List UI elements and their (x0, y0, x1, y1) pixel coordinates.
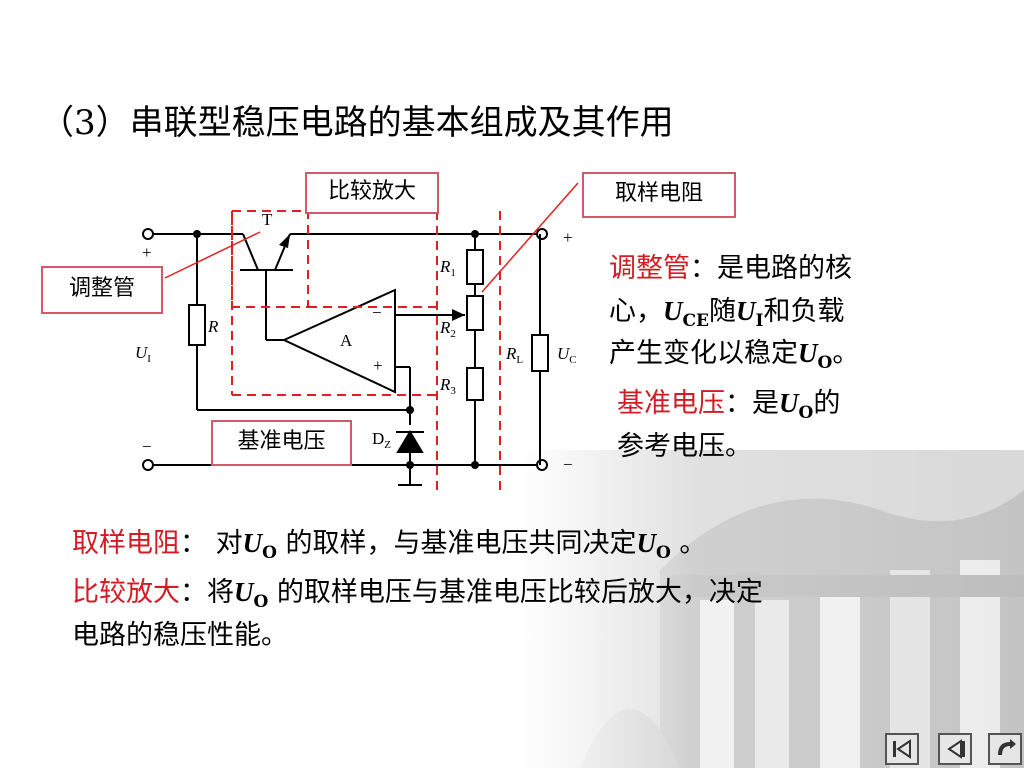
resistor-r1-label: R1 (439, 257, 456, 279)
amplifier-label: A (340, 331, 353, 350)
adjust-tube-note-line3: 产生变化以稳定UO。 (609, 338, 860, 373)
return-icon (998, 739, 1016, 755)
adjust-tube-label-box: 调整管 (41, 266, 163, 314)
amp-inverting-sign: − (372, 303, 382, 322)
output-minus: − (563, 455, 573, 474)
input-plus: + (142, 243, 152, 262)
output-voltage-label: UC (557, 344, 577, 366)
reference-voltage-label-box: 基准电压 (211, 420, 352, 466)
input-voltage-label: UI (135, 343, 151, 365)
previous-page-icon (947, 739, 965, 759)
reference-voltage-note-line2: 参考电压。 (617, 431, 752, 462)
input-minus: − (142, 437, 152, 456)
sampling-resistor-note: 取样电阻： 对UO 的取样，与基准电压共同决定UO 。 (72, 528, 707, 563)
adjust-tube-note-line2: 心，UCE随UI和负载 (609, 296, 845, 331)
reference-voltage-term: 基准电压 (617, 388, 725, 419)
first-page-icon (893, 739, 911, 759)
return-button[interactable] (988, 733, 1022, 765)
sampling-resistor-term: 取样电阻 (72, 528, 180, 559)
sampling-resistor-label-box: 取样电阻 (582, 172, 736, 218)
resistor-rl-label: RL (505, 344, 523, 366)
amp-noninverting-sign: + (373, 356, 383, 375)
adjust-tube-term: 调整管 (609, 253, 690, 284)
resistor-r3-label: R3 (439, 375, 456, 397)
output-plus: + (563, 228, 573, 247)
page-title: （3）串联型稳压电路的基本组成及其作用 (40, 103, 674, 143)
resistor-r-label: R (207, 317, 219, 336)
reference-voltage-note: 基准电压：是UO的 (617, 388, 841, 423)
background-photo (520, 450, 1024, 768)
first-page-button[interactable] (885, 733, 919, 765)
compare-amp-term: 比较放大 (72, 577, 180, 608)
resistor-r2-label: R2 (439, 318, 456, 340)
compare-amp-label-box: 比较放大 (305, 172, 439, 214)
transistor-label: T (262, 210, 273, 229)
compare-amp-note: 比较放大：将UO 的取样电压与基准电压比较后放大，决定 (72, 577, 763, 612)
zener-label: DZ (372, 429, 391, 451)
previous-page-button[interactable] (938, 733, 972, 765)
compare-amp-note-line2: 电路的稳压性能。 (72, 620, 288, 651)
adjust-tube-note: 调整管：是电路的核 (609, 253, 852, 284)
